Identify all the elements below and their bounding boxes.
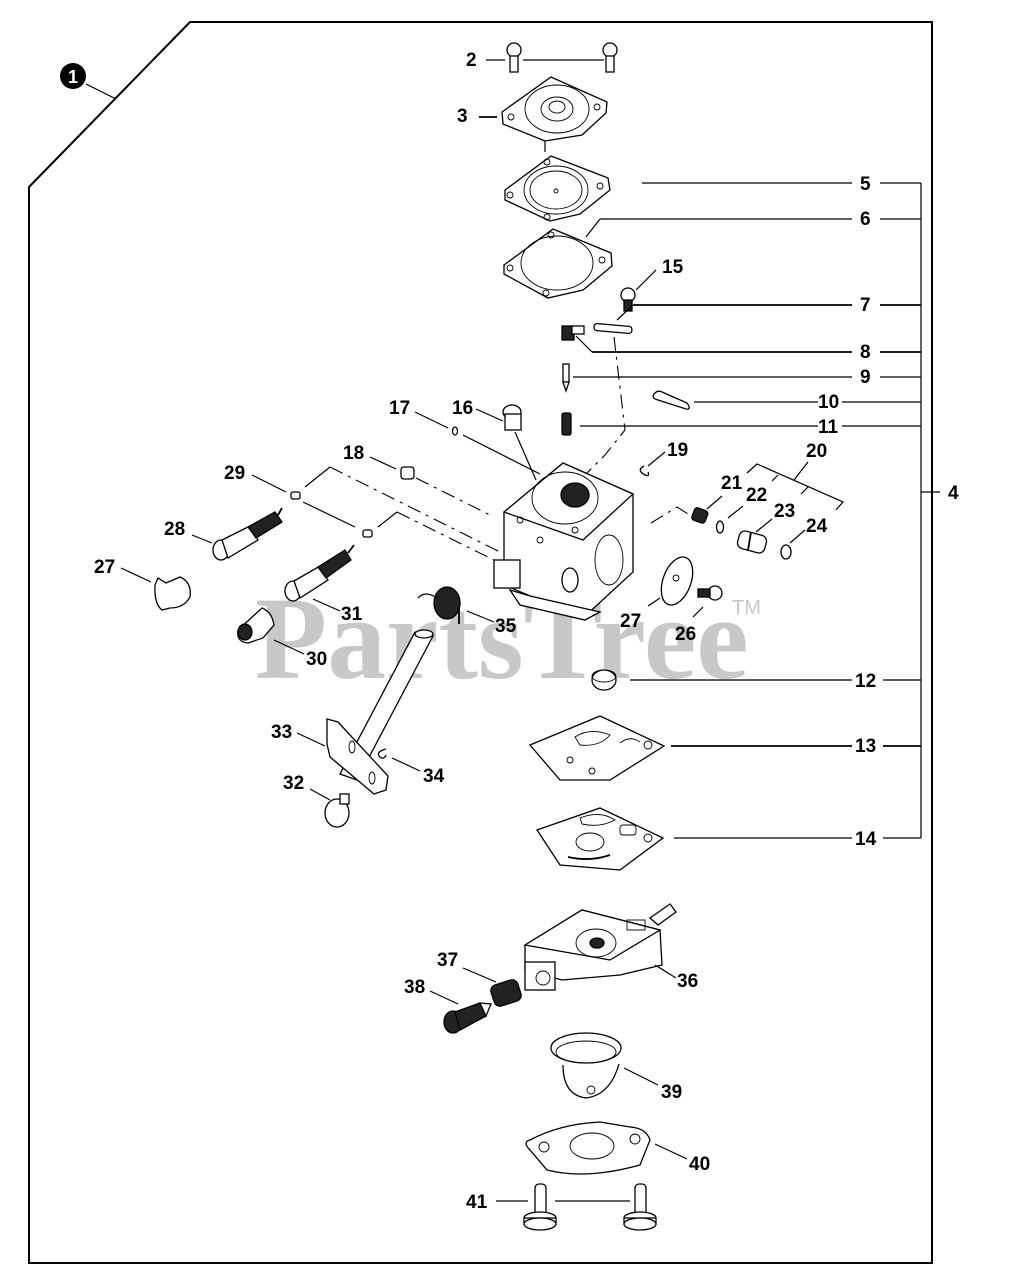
label-15[interactable]: 15 xyxy=(662,257,684,278)
diagram-frame xyxy=(28,21,933,1264)
label-36[interactable]: 36 xyxy=(677,971,698,992)
label-10[interactable]: 10 xyxy=(818,392,839,413)
part-26-throttle-plate[interactable]: 27 xyxy=(620,553,699,632)
part-20-check-valve-kit[interactable]: 20 xyxy=(650,441,844,524)
label-8[interactable]: 8 xyxy=(860,342,871,363)
label-18[interactable]: 18 xyxy=(343,443,364,464)
label-32[interactable]: 32 xyxy=(283,773,304,794)
watermark-tm: TM xyxy=(732,597,761,619)
part-27-limiter-cap[interactable]: 27 27 xyxy=(94,557,191,611)
part-25-screw[interactable]: 26 xyxy=(675,585,723,645)
label-40[interactable]: 40 xyxy=(689,1154,710,1175)
part-7-pin[interactable]: 7 xyxy=(593,295,921,335)
part-34-clip[interactable]: 34 xyxy=(377,748,445,787)
label-35[interactable]: 35 xyxy=(495,616,517,637)
label-34[interactable]: 34 xyxy=(423,766,445,787)
label-29[interactable]: 29 xyxy=(224,463,245,484)
label-37[interactable]: 37 xyxy=(437,950,458,971)
label-26[interactable]: 27 xyxy=(620,611,641,632)
part-28-needle[interactable]: 28 xyxy=(164,507,283,561)
part-11-spring[interactable]: 11 xyxy=(561,412,921,438)
label-3[interactable]: 3 xyxy=(457,106,468,127)
part-30-limiter-cap[interactable]: 30 xyxy=(237,607,327,670)
assembly-callout-number: 1 xyxy=(68,67,78,87)
label-27-visible[interactable]: 27 xyxy=(94,557,115,578)
part-15-screw[interactable]: 15 xyxy=(620,257,684,312)
part-2-screws[interactable]: 2 xyxy=(466,42,618,73)
label-31[interactable]: 31 xyxy=(341,604,363,625)
label-22[interactable]: 22 xyxy=(746,485,767,506)
label-6[interactable]: 6 xyxy=(860,209,871,230)
label-16[interactable]: 16 xyxy=(452,398,473,419)
part-39-primer-bulb[interactable]: 39 xyxy=(550,1032,682,1103)
part-23-valve[interactable]: 23 xyxy=(736,501,795,554)
part-31-needle[interactable]: 31 xyxy=(284,544,363,625)
label-30[interactable]: 30 xyxy=(306,649,327,670)
part-8-lever[interactable]: 8 xyxy=(561,325,921,363)
label-21[interactable]: 21 xyxy=(721,473,743,494)
label-23[interactable]: 23 xyxy=(774,501,795,522)
part-5-pump-diaphragm[interactable]: 5 xyxy=(504,155,921,222)
group-bracket: 4 xyxy=(920,183,959,838)
carburetor-body[interactable] xyxy=(493,462,635,621)
label-33[interactable]: 33 xyxy=(271,722,292,743)
label-14[interactable]: 14 xyxy=(855,829,877,850)
label-13[interactable]: 13 xyxy=(855,736,876,757)
part-16-plug[interactable]: 16 xyxy=(452,398,537,481)
label-2[interactable]: 2 xyxy=(466,50,477,71)
label-4[interactable]: 4 xyxy=(948,483,959,504)
label-20[interactable]: 20 xyxy=(806,441,827,462)
label-12[interactable]: 12 xyxy=(855,671,876,692)
part-18-bushing[interactable]: 18 xyxy=(343,443,493,517)
part-14-metering-diaphragm[interactable]: 14 xyxy=(535,807,921,871)
part-17-o-ring[interactable]: 17 xyxy=(389,398,541,475)
label-11[interactable]: 11 xyxy=(818,417,839,438)
label-39[interactable]: 39 xyxy=(661,1082,682,1103)
part-33-throttle-shaft[interactable]: 33 xyxy=(271,629,434,795)
part-22-o-ring[interactable]: 22 xyxy=(715,485,768,534)
part-19-clip[interactable]: 19 xyxy=(639,440,688,477)
label-28[interactable]: 28 xyxy=(164,519,185,540)
part-10-lever-pin[interactable]: 10 xyxy=(652,390,921,413)
label-24[interactable]: 24 xyxy=(806,516,828,537)
part-12-screen[interactable]: 12 xyxy=(591,669,921,692)
label-41[interactable]: 41 xyxy=(466,1192,488,1213)
part-38-idle-screw[interactable]: 38 xyxy=(404,977,492,1034)
label-7[interactable]: 7 xyxy=(860,295,871,316)
part-9-needle[interactable]: 9 xyxy=(562,363,921,394)
part-41-screws[interactable]: 41 xyxy=(466,1183,657,1231)
part-6-gasket[interactable]: 6 xyxy=(503,209,921,299)
label-19[interactable]: 19 xyxy=(667,440,688,461)
part-3-pump-cover[interactable]: 3 xyxy=(457,76,608,152)
part-36-metering-cover[interactable]: 36 xyxy=(523,903,698,992)
part-24-ring[interactable]: 24 xyxy=(780,516,828,560)
label-38[interactable]: 38 xyxy=(404,977,425,998)
part-21-spring[interactable]: 21 xyxy=(691,473,743,524)
label-25[interactable]: 26 xyxy=(675,624,696,645)
part-29-o-rings[interactable]: 29 xyxy=(224,463,511,564)
label-9[interactable]: 9 xyxy=(860,367,871,388)
label-5[interactable]: 5 xyxy=(860,174,871,195)
assembly-callout[interactable]: 1 xyxy=(60,63,117,100)
part-32-screw[interactable]: 32 xyxy=(283,773,350,828)
part-35-return-spring[interactable]: 35 xyxy=(417,586,517,637)
part-40-retainer-plate[interactable]: 40 xyxy=(525,1121,710,1175)
part-13-gasket[interactable]: 13 xyxy=(528,715,921,781)
part-37-spring[interactable]: 37 xyxy=(437,950,523,1008)
label-17[interactable]: 17 xyxy=(389,398,410,419)
